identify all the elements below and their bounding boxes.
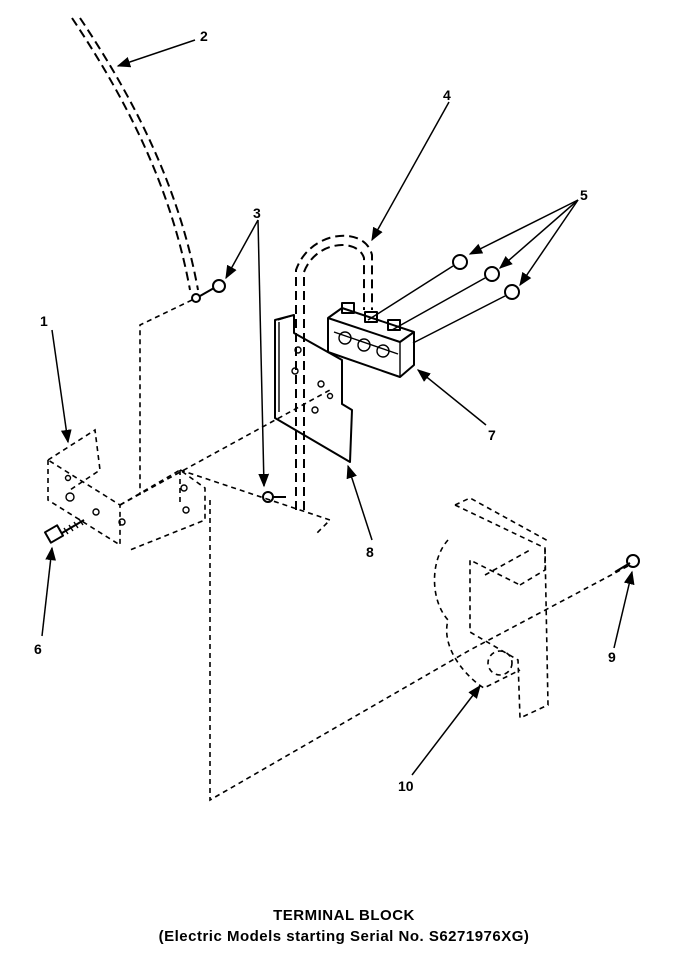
diagram-subtitle: (Electric Models starting Serial No. S62… <box>158 928 530 945</box>
power-cord <box>71 17 199 291</box>
callout-labels: 1 2 3 4 5 6 7 8 9 10 <box>34 28 616 794</box>
screw-6 <box>43 518 85 544</box>
screw-9 <box>614 554 640 573</box>
terminal-screws <box>367 254 520 344</box>
callout-4: 4 <box>443 87 451 103</box>
callout-10: 10 <box>398 778 414 794</box>
callout-1: 1 <box>40 313 48 329</box>
screw-3-upper <box>191 279 226 303</box>
diagram-title: TERMINAL BLOCK <box>273 907 415 924</box>
callout-7: 7 <box>488 427 496 443</box>
bracket-1 <box>47 428 206 551</box>
callout-5: 5 <box>580 187 588 203</box>
assembly-guide-lines <box>119 299 631 802</box>
terminal-bracket <box>274 314 353 463</box>
callout-8: 8 <box>366 544 374 560</box>
callout-3: 3 <box>253 205 261 221</box>
terminal-block <box>327 302 415 378</box>
ground-wire <box>295 234 373 510</box>
callout-6: 6 <box>34 641 42 657</box>
callout-leaders <box>41 39 635 776</box>
callout-9: 9 <box>608 649 616 665</box>
strain-relief-bracket <box>433 497 551 720</box>
callout-2: 2 <box>200 28 208 44</box>
screw-3-lower <box>262 491 286 503</box>
